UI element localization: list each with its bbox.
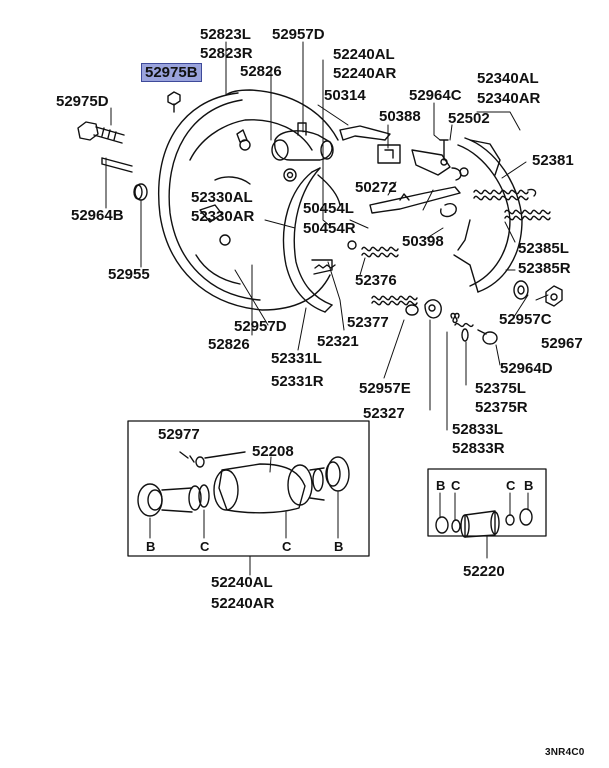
label-cup-C-right: C <box>282 539 292 554</box>
label-52330AR: 52330AR <box>191 208 255 225</box>
label-52823R: 52823R <box>200 45 253 62</box>
adjuster-parts <box>339 125 469 218</box>
label-50272: 50272 <box>355 179 397 196</box>
label-kit-C-left: C <box>451 478 461 493</box>
label-52327: 52327 <box>363 405 405 422</box>
label-52957D-bottom: 52957D <box>234 318 287 335</box>
label-52975D: 52975D <box>56 93 109 110</box>
label-52964B: 52964B <box>71 207 124 224</box>
leader-lines <box>105 41 549 431</box>
plug-52955 <box>133 183 148 201</box>
label-52385R: 52385R <box>518 260 571 277</box>
label-52381: 52381 <box>532 152 574 169</box>
label-52964C: 52964C <box>409 87 462 104</box>
return-spring-lower <box>504 209 551 221</box>
label-kit-B-left: B <box>436 478 446 493</box>
label-52826-top: 52826 <box>240 63 282 80</box>
backing-plate <box>158 89 339 311</box>
label-52377: 52377 <box>347 314 389 331</box>
label-52240AL-bottom: 52240AL <box>211 574 273 591</box>
label-52975B[interactable]: 52975B <box>141 62 202 83</box>
label-50314: 50314 <box>324 87 366 104</box>
label-52955: 52955 <box>108 266 150 283</box>
brake-shoe-front <box>282 167 341 313</box>
label-52376: 52376 <box>355 272 397 289</box>
bolt-52975B <box>167 91 181 113</box>
label-52240AL-top: 52240AL <box>333 46 395 63</box>
label-52331R: 52331R <box>271 373 324 390</box>
label-52833R: 52833R <box>452 440 505 457</box>
spring-52377 <box>371 295 418 306</box>
clip-52964B <box>101 157 133 173</box>
wheel-cylinder-mounted <box>271 122 334 182</box>
diagram-code: 3NR4C0 <box>545 747 585 758</box>
wheel-cylinder-exploded <box>137 451 350 539</box>
label-52340AL: 52340AL <box>477 70 539 87</box>
label-52208: 52208 <box>252 443 294 460</box>
spring-52376 <box>347 240 399 258</box>
label-50388: 50388 <box>379 108 421 125</box>
label-52321: 52321 <box>317 333 359 350</box>
label-52964D: 52964D <box>500 360 553 377</box>
label-52833L: 52833L <box>452 421 503 438</box>
wheel-cylinder-kit <box>435 492 533 559</box>
label-52375L: 52375L <box>475 380 526 397</box>
label-52375R: 52375R <box>475 399 528 416</box>
label-50398: 50398 <box>402 233 444 250</box>
label-52957D-top: 52957D <box>272 26 325 43</box>
label-52331L: 52331L <box>271 350 322 367</box>
label-52240AR-bottom: 52240AR <box>211 595 275 612</box>
label-52220: 52220 <box>463 563 505 580</box>
label-kit-B-right: B <box>524 478 534 493</box>
label-cup-C-left: C <box>200 539 210 554</box>
label-52977: 52977 <box>158 426 200 443</box>
label-52502: 52502 <box>448 110 490 127</box>
label-52240AR-top: 52240AR <box>333 65 397 82</box>
small-hardware-right <box>477 280 563 345</box>
label-seal-B-left: B <box>146 539 156 554</box>
label-52957C: 52957C <box>499 311 552 328</box>
label-52823L: 52823L <box>200 26 251 43</box>
label-50454L: 50454L <box>303 200 354 217</box>
label-50454R: 50454R <box>303 220 356 237</box>
label-seal-B-right: B <box>334 539 344 554</box>
label-52967: 52967 <box>541 335 583 352</box>
label-52957E: 52957E <box>359 380 411 397</box>
wheel-cylinder-box <box>127 420 370 557</box>
hold-down-parts <box>405 299 474 342</box>
label-52385L: 52385L <box>518 240 569 257</box>
label-52340AR: 52340AR <box>477 90 541 107</box>
label-52330AL: 52330AL <box>191 189 253 206</box>
bolt-52975D <box>77 121 125 144</box>
label-kit-C-right: C <box>506 478 516 493</box>
label-52826-bottom: 52826 <box>208 336 250 353</box>
return-spring-upper <box>473 188 537 201</box>
brake-shoe-rear <box>453 137 523 293</box>
